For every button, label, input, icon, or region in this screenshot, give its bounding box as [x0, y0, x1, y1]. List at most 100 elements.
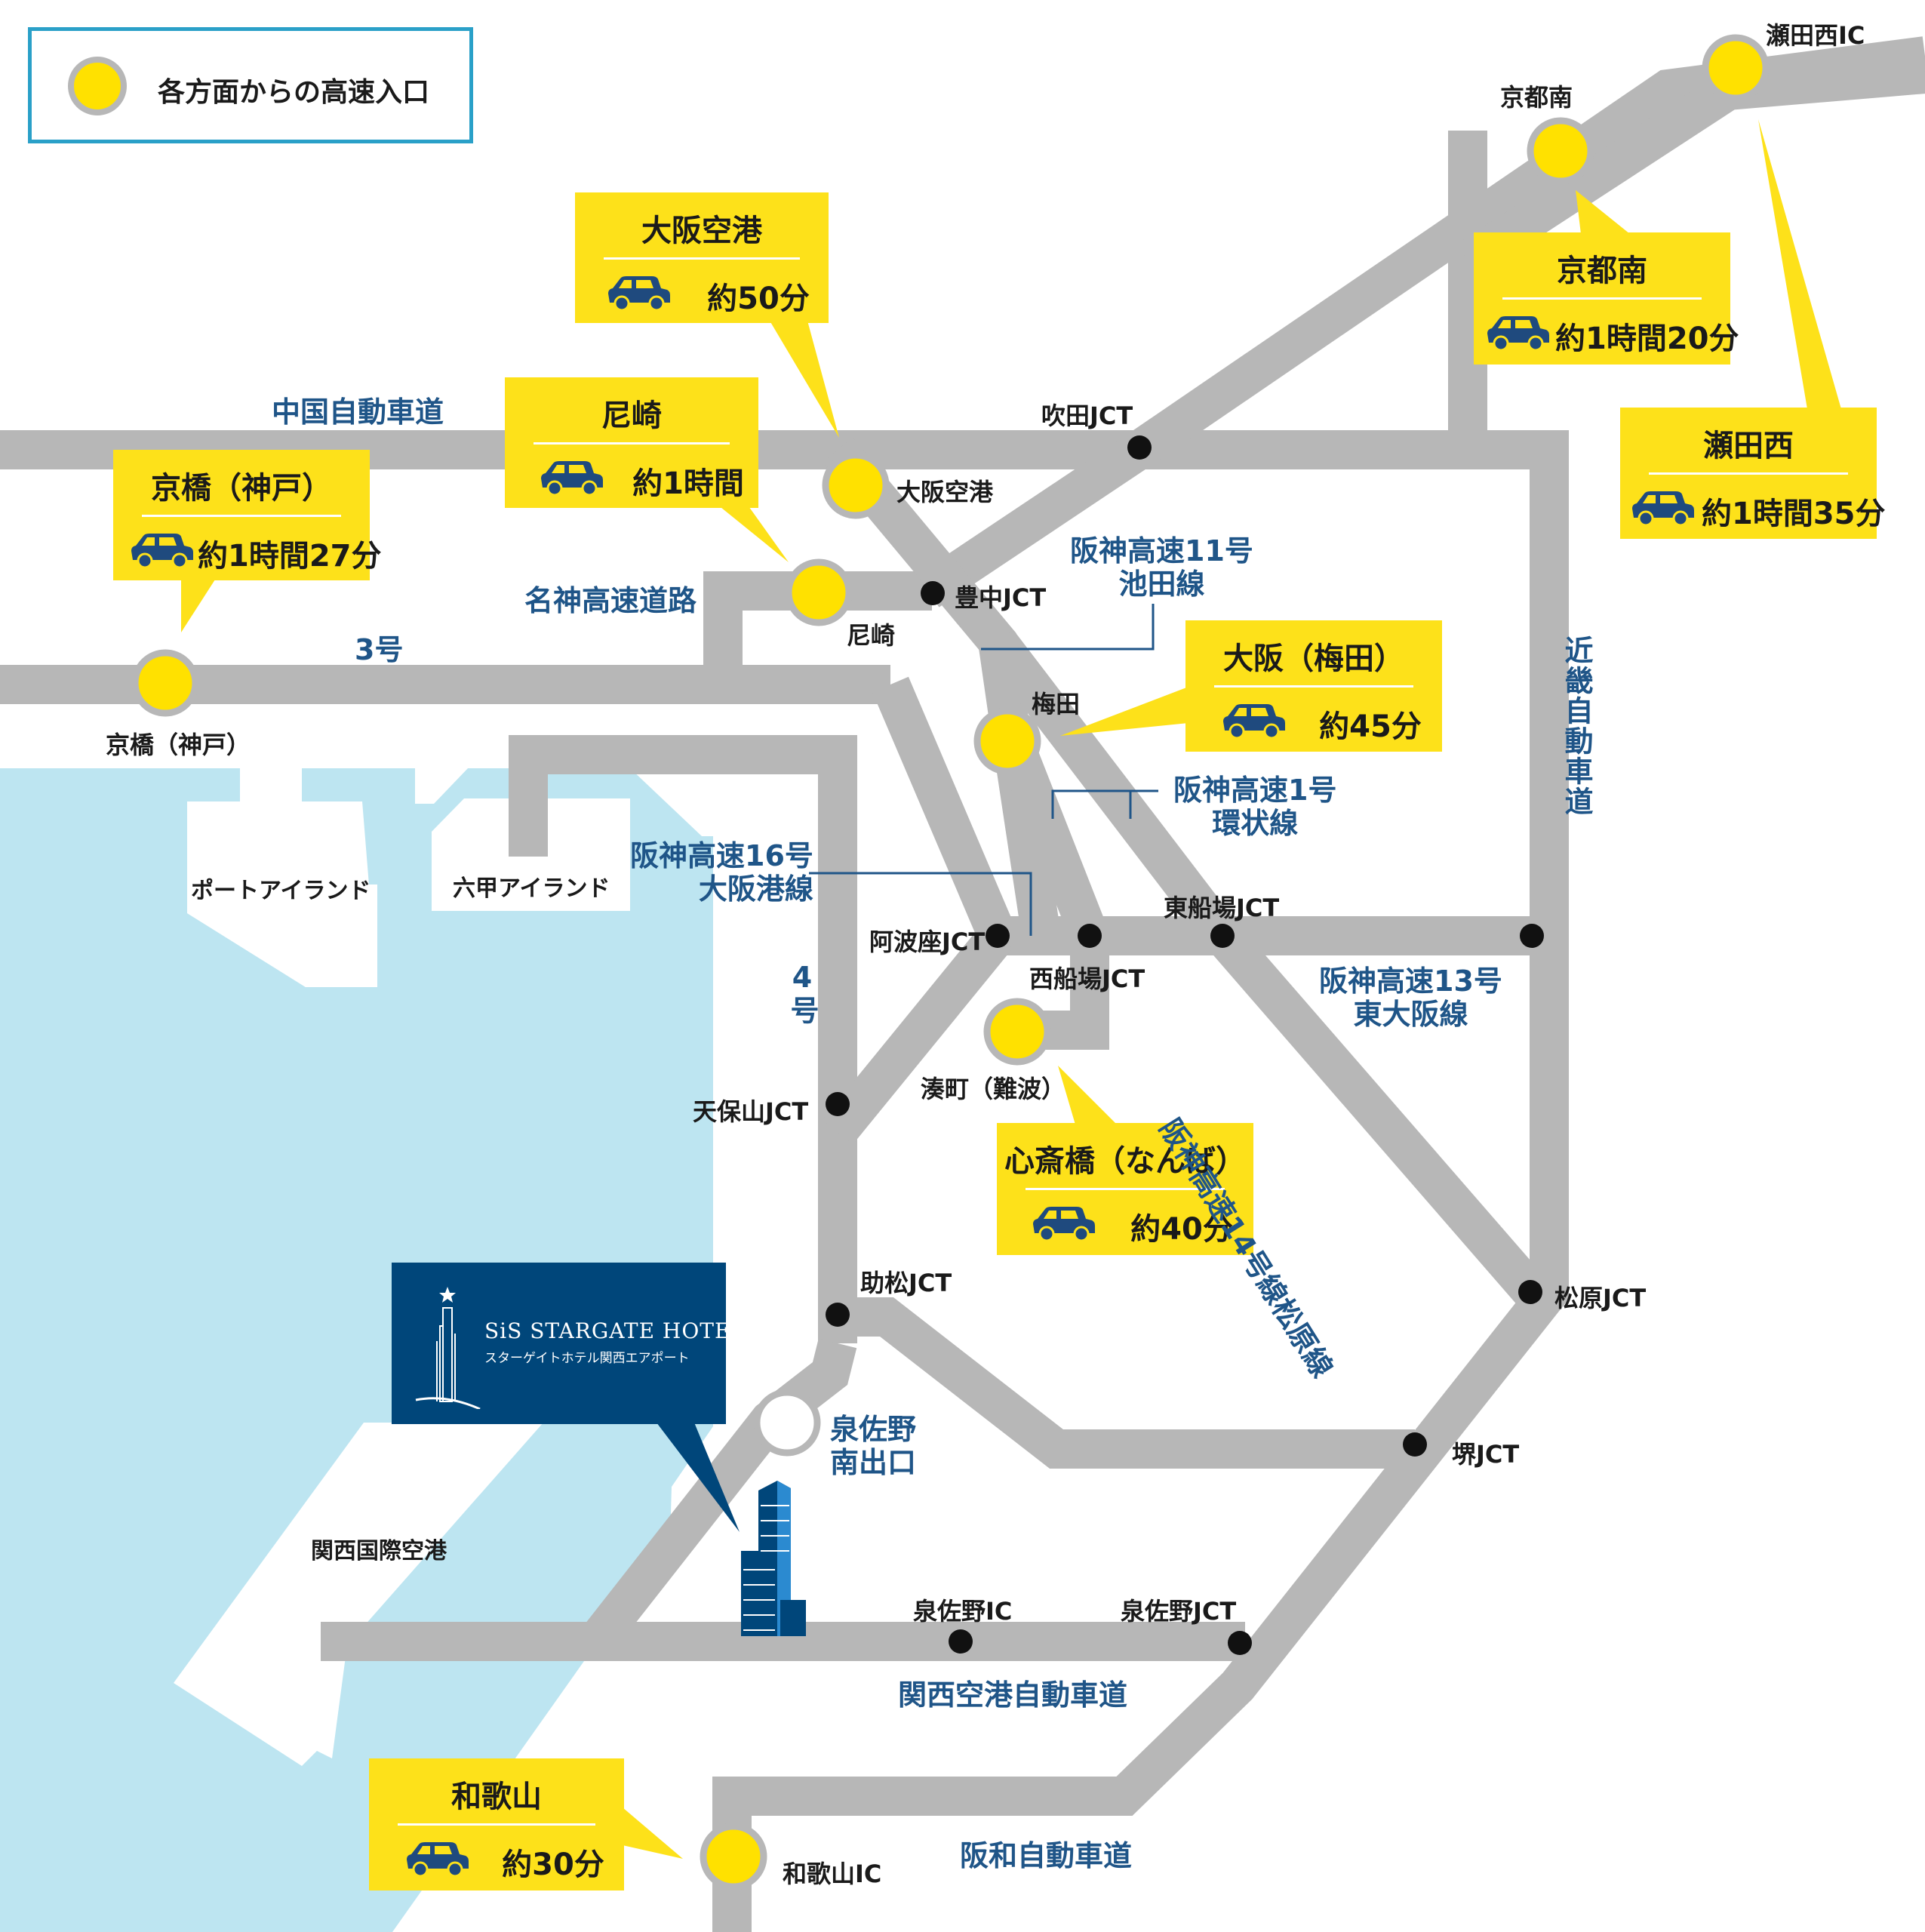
- road-meishin-link: [703, 571, 932, 691]
- car-icon: [1632, 491, 1694, 527]
- hotel-badge: SiS STARGATE HOTEL スターゲイトホテル関西エアポート: [392, 1263, 745, 1424]
- label-meishin-expressway: 名神高速道路: [524, 584, 697, 617]
- car-icon: [407, 1842, 469, 1878]
- jct-higashisenba: [1210, 924, 1235, 948]
- callout-time: 約1時間20分: [1555, 321, 1739, 356]
- port-island: [187, 801, 377, 987]
- divider: [534, 442, 730, 445]
- entrance-kyobashi: [131, 649, 199, 717]
- callout-time: 約1時間27分: [198, 539, 382, 574]
- callout-kyobashi-kobe: 京橋（神戸） 約1時間27分: [113, 450, 382, 580]
- entrance-amagasaki: [785, 558, 853, 626]
- road-tenpozan: [822, 923, 1013, 1145]
- road-sukematsu: [838, 1297, 1415, 1469]
- label-osaka-airport: 大阪空港: [896, 478, 994, 506]
- label-nishisenba-jct: 西船場JCT: [1029, 964, 1145, 993]
- entrance-seta-nishi: [1702, 34, 1770, 102]
- pointer-osaka-airport: [770, 321, 839, 438]
- callout-time: 約1時間: [632, 466, 744, 501]
- pointer-wakayama: [623, 1807, 683, 1859]
- jct-izumisano: [1228, 1631, 1252, 1655]
- jct-toyonaka: [921, 581, 945, 605]
- label-higashisenba-jct: 東船場JCT: [1164, 894, 1280, 922]
- divider: [142, 515, 341, 517]
- callout-kyoto-minami: 京都南 約1時間20分: [1474, 232, 1739, 365]
- pointer-amagasaki: [717, 504, 789, 562]
- car-icon: [541, 461, 603, 497]
- legend-label: 各方面からの高速入口: [158, 77, 430, 108]
- label-izumisano-ic: 泉佐野IC: [913, 1597, 1013, 1626]
- pointer-seta: [1758, 119, 1841, 409]
- callout-time: 約30分: [502, 1847, 604, 1882]
- callout-seta-nishi: 瀬田西 約1時間35分: [1620, 408, 1886, 539]
- callout-title: 和歌山: [451, 1780, 542, 1814]
- callout-amagasaki: 尼崎 約1時間: [505, 377, 758, 508]
- car-icon: [131, 534, 193, 569]
- pointer-shinsaibashi: [1058, 1066, 1117, 1124]
- jct-suita: [1127, 435, 1152, 460]
- callout-osaka-umeda: 大阪（梅田） 約45分: [1185, 620, 1442, 752]
- car-icon: [608, 276, 670, 312]
- road-kinki-south: [712, 933, 1569, 1932]
- exit-izumisano-minami: [753, 1389, 821, 1457]
- label-amagasaki: 尼崎: [847, 621, 896, 650]
- divider: [1026, 1188, 1225, 1190]
- callout-title: 尼崎: [601, 398, 662, 433]
- jct-nishisenba: [1078, 924, 1102, 948]
- label-hanwa-expressway: 阪和自動車道: [960, 1839, 1133, 1872]
- label-kanjo-line: 阪神高速1号 環状線: [1173, 774, 1337, 840]
- label-kanku-expressway: 関西空港自動車道: [898, 1678, 1128, 1712]
- road-route3-south: [872, 676, 1016, 944]
- car-icon: [1033, 1207, 1095, 1242]
- divider: [1649, 472, 1848, 475]
- callout-title: 大阪（梅田）: [1223, 641, 1404, 676]
- hotel-name: SiS STARGATE HOTEL: [484, 1318, 746, 1343]
- callout-title: 心斎橋（なんば）: [1004, 1144, 1246, 1179]
- entrance-wakayama-ic: [700, 1823, 767, 1890]
- label-awaza-jct: 阿波座JCT: [869, 928, 986, 956]
- hotel-tower: [741, 1481, 806, 1636]
- kix-island: [174, 1423, 543, 1766]
- callout-wakayama: 和歌山 約30分: [369, 1758, 624, 1890]
- label-ikeda-line: 阪神高速11号 池田線: [1070, 534, 1253, 601]
- label-higashiosaka-line: 阪神高速13号 東大阪線: [1319, 964, 1502, 1031]
- leader-osakako: [809, 872, 1032, 936]
- jct-east-end: [1520, 924, 1544, 948]
- road-ikeda: [823, 437, 1061, 939]
- road-rokko-link: [509, 735, 857, 1343]
- callout-time: 約1時間35分: [1702, 497, 1886, 531]
- label-izumisano-jct: 泉佐野JCT: [1121, 1597, 1237, 1626]
- divider: [398, 1823, 595, 1826]
- label-port-island: ポートアイランド: [191, 878, 371, 904]
- car-icon: [1223, 704, 1285, 740]
- label-kyoto-minami: 京都南: [1500, 83, 1573, 112]
- label-izumisano-minami-exit: 泉佐野 南出口: [830, 1413, 917, 1479]
- label-sukematsu-jct: 助松JCT: [860, 1269, 952, 1297]
- label-osakako-line: 阪神高速16号 大阪港線: [630, 839, 813, 906]
- label-kansai-airport: 関西国際空港: [311, 1538, 447, 1564]
- hotel-subtitle: スターゲイトホテル関西エアポート: [484, 1351, 690, 1366]
- hotel-pointer: [657, 1423, 740, 1532]
- label-umeda: 梅田: [1032, 690, 1081, 718]
- label-tenpozan-jct: 天保山JCT: [693, 1097, 809, 1126]
- entrance-minatomachi: [983, 998, 1051, 1066]
- divider: [1214, 685, 1413, 688]
- entrance-umeda: [973, 707, 1041, 775]
- callout-osaka-airport: 大阪空港 約50分: [575, 192, 829, 323]
- jct-sukematsu: [826, 1303, 850, 1327]
- jct-matsubara: [1518, 1280, 1542, 1304]
- label-sakai-jct: 堺JCT: [1452, 1440, 1520, 1469]
- pointer-kyobashi: [181, 580, 215, 632]
- callout-shinsaibashi: 心斎橋（なんば） 約40分: [997, 1123, 1253, 1255]
- callout-time: 約50分: [707, 281, 810, 316]
- road-matsubara: [1207, 922, 1547, 1306]
- label-minatomachi: 湊町（難波）: [921, 1075, 1066, 1103]
- label-suita-jct: 吹田JCT: [1041, 401, 1133, 430]
- callout-title: 大阪空港: [641, 214, 762, 248]
- leader-kanjo: [1051, 789, 1158, 819]
- leader-ikeda: [981, 604, 1155, 651]
- jct-sakai: [1403, 1432, 1427, 1457]
- label-matsubara-jct: 松原JCT: [1554, 1284, 1647, 1312]
- label-seta-nishi-ic: 瀬田西IC: [1766, 21, 1865, 50]
